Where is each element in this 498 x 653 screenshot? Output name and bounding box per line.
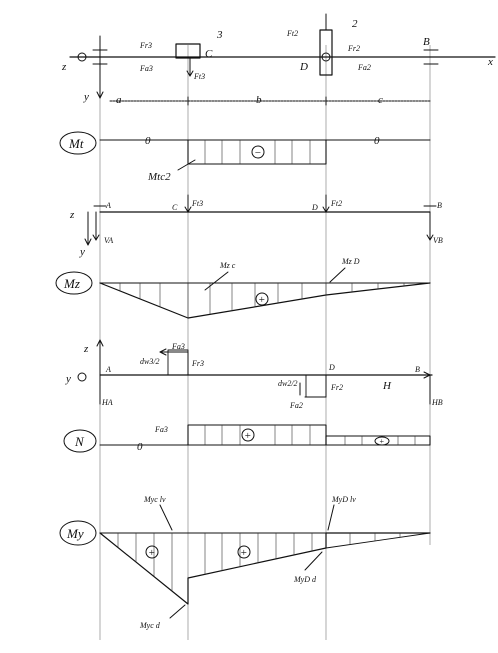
mz-diagram: Mz + Mz c Mz D <box>55 257 431 319</box>
ft3-down-arrow-icon <box>184 206 192 213</box>
label-point-b: B <box>423 36 430 48</box>
torsion-diagram: Mt − 0 0 Mtc2 <box>59 131 431 183</box>
n-rect-1 <box>187 424 327 446</box>
my-label-myd-right: MyD d <box>293 575 317 584</box>
label-seg-a: a <box>116 94 122 106</box>
mz-label-c: Mz c <box>219 261 236 270</box>
vp-c: C <box>172 203 178 212</box>
x-axis-out-icon <box>77 52 87 62</box>
my-diagram: My + + Myc lv Myc d MyD lv MyD d <box>59 495 431 630</box>
hp-y: y <box>65 373 71 385</box>
label-ft2: Ft2 <box>286 29 298 38</box>
hp-d: D <box>328 363 335 372</box>
label-y-axis: y <box>83 91 89 103</box>
label-fa3: Fa3 <box>139 64 153 73</box>
hp-dw2: dw2/2 <box>278 379 298 388</box>
my-title-circle <box>59 520 97 546</box>
hp-fa2: Fa2 <box>289 401 303 410</box>
mt-title: Mt <box>68 136 84 151</box>
my-label-myd-left: MyD lv <box>331 495 356 504</box>
vp-vb: VB <box>433 236 443 245</box>
hp-dw3: dw3/2 <box>140 357 160 366</box>
n-title-circle <box>63 429 97 453</box>
ft3-arrow-icon <box>186 70 194 77</box>
mt-sign: − <box>254 147 261 159</box>
hp-b: B <box>415 365 420 374</box>
hp-hb: HB <box>431 398 443 407</box>
n-zero: 0 <box>137 441 143 453</box>
n-label-fa3: Fa3 <box>154 425 168 434</box>
vp-va: VA <box>104 236 113 245</box>
horizontal-plane-loading: z y A B D Fa3 Fr3 dw3/2 dw2/2 Fr2 Fa2 H … <box>65 339 443 410</box>
mz-title: Mz <box>63 276 80 291</box>
hp-y-axis-icon <box>77 372 87 382</box>
va-arrow-icon <box>92 234 100 241</box>
hp-ha: HA <box>101 398 113 407</box>
hp-z: z <box>83 343 89 355</box>
hp-fr3: Fr3 <box>191 359 204 368</box>
my-curve <box>99 532 431 605</box>
hp-a: A <box>105 365 111 374</box>
vp-ft3: Ft3 <box>191 199 203 208</box>
hp-z-arrowhead-icon <box>96 339 104 347</box>
gear-3-icon <box>175 43 201 59</box>
my-sign-1: + <box>148 547 155 559</box>
n-sign-2: + <box>379 437 384 446</box>
label-point-d: D <box>299 61 308 73</box>
label-fa2: Fa2 <box>357 63 371 72</box>
label-fr3: Fr3 <box>139 41 152 50</box>
mt-title-circle <box>59 131 97 155</box>
label-seg-b: b <box>256 94 262 106</box>
vp-y: y <box>79 246 85 258</box>
normal-force-diagram: N + + Fa3 0 <box>63 424 431 453</box>
mz-label-d: Mz D <box>341 257 360 266</box>
mt-zero-right: 0 <box>374 135 380 147</box>
hp-fr2: Fr2 <box>330 383 343 392</box>
y-axis-arrowhead-icon <box>96 91 104 99</box>
ft2-down-arrow-icon <box>322 206 330 213</box>
label-x-axis: x <box>487 56 493 68</box>
n-rect-2 <box>325 435 431 446</box>
gear-2-center-icon <box>321 52 331 62</box>
my-label-myc-left: Myc lv <box>143 495 166 504</box>
mz-title-circle <box>55 271 93 295</box>
my-label-myc-right: Myc d <box>139 621 161 630</box>
vp-b: B <box>437 201 442 210</box>
beam-sketch: z y x B C D 3 2 Fr3 Fa3 Ft3 Ft2 Fr2 Fa2 … <box>61 13 496 106</box>
vp-z: z <box>69 209 75 221</box>
my-sign-2: + <box>240 547 247 559</box>
label-z-axis: z <box>61 61 67 73</box>
mz-sign: + <box>258 294 265 306</box>
fa3-left-arrow-icon <box>159 348 167 356</box>
vp-ft2: Ft2 <box>330 199 342 208</box>
vertical-plane-loading: z y A B C D Ft3 Ft2 VA VB <box>69 194 443 258</box>
label-ft3: Ft3 <box>193 72 205 81</box>
n-title: N <box>74 434 85 449</box>
label-gear-3: 3 <box>216 29 223 41</box>
label-point-c: C <box>205 48 213 60</box>
mt-value-label: Mtc2 <box>147 171 171 183</box>
hp-fa3: Fa3 <box>171 342 185 351</box>
mt-zero-left: 0 <box>145 135 151 147</box>
vp-a: A <box>105 201 111 210</box>
mt-rectangle <box>187 139 327 165</box>
hp-h: H <box>382 380 392 392</box>
vp-d: D <box>311 203 318 212</box>
label-gear-2: 2 <box>352 18 358 30</box>
label-seg-c: c <box>378 94 383 106</box>
my-title: My <box>66 526 84 541</box>
support-b-icon <box>423 49 439 65</box>
label-fr2: Fr2 <box>347 44 360 53</box>
n-sign-1: + <box>244 430 251 442</box>
vb-arrow-icon <box>426 234 434 241</box>
